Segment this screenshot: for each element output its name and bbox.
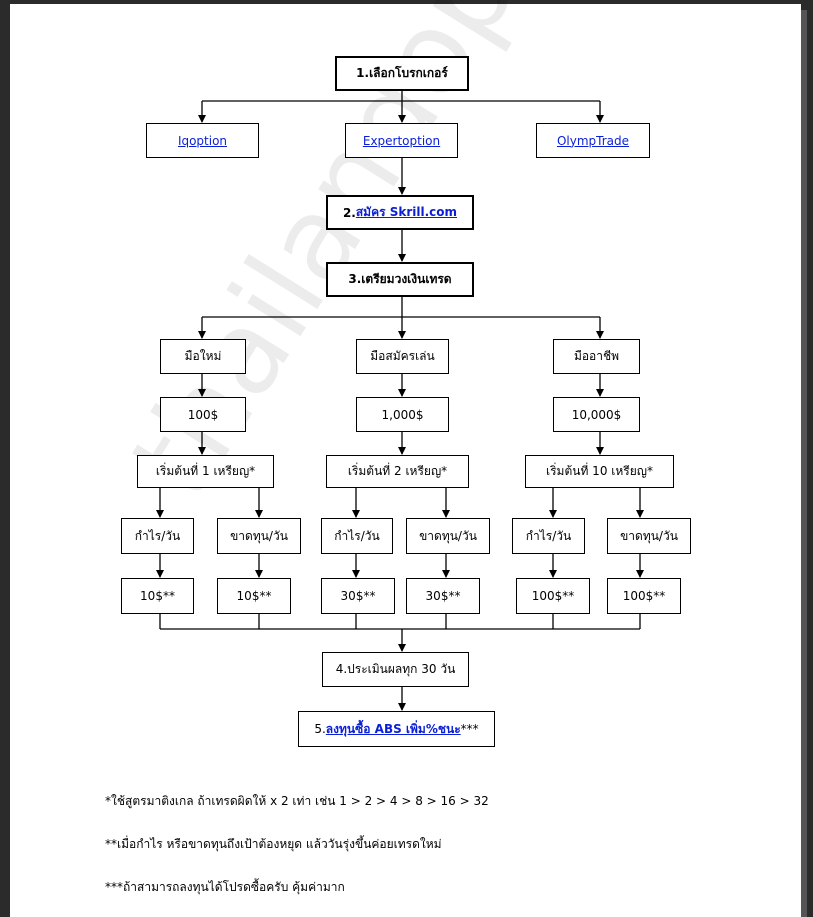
loss-per-day-box: ขาดทุน/วัน [217,518,301,554]
profit-target-value: 100$** [531,589,575,603]
broker-expertoption-link[interactable]: Expertoption [362,133,441,148]
loss-limit-value: 10$** [236,589,272,603]
capital-professional-box: 10,000$ [553,397,640,432]
capital-value: 10,000$ [571,407,622,422]
profit-per-day-box: กำไร/วัน [121,518,194,554]
document-page: thailandoption.com [10,0,809,917]
loss-per-day-box: ขาดทุน/วัน [406,518,490,554]
capital-value: 100$ [187,407,219,422]
capital-beginner-box: 100$ [160,397,246,432]
profit-target-value: 10$** [140,589,175,603]
level-name: มือสมัครเล่น [370,349,435,363]
loss-limit-box: 10$** [217,578,291,614]
loss-per-day-box: ขาดทุน/วัน [607,518,691,554]
start-stake: เริ่มต้นที่ 10 เหรียญ* [546,464,653,478]
buy-abs-link[interactable]: ลงทุนซื้อ ABS เพิ่ม%ชนะ [325,721,461,736]
step3-box: 3.เตรียมวงเงินเทรด [326,262,474,297]
step5-prefix: 5. [314,722,326,736]
step5-suffix: *** [460,722,479,736]
step4-label: 4.ประเมินผลทุก 30 วัน [335,662,456,676]
start-stake: เริ่มต้นที่ 1 เหรียญ* [155,464,256,478]
profit-target-box: 100$** [516,578,590,614]
profit-per-day-label: กำไร/วัน [525,528,572,543]
step3-label: 3.เตรียมวงเงินเทรด [348,272,452,286]
broker-iqoption-link[interactable]: Iqoption [177,133,228,148]
profit-per-day-label: กำไร/วัน [134,528,181,543]
start-beginner-box: เริ่มต้นที่ 1 เหรียญ* [137,455,274,488]
footnote-recommendation: ***ถ้าสามารถลงทุนได้โปรดซื้อครับ คุ้มค่า… [105,880,345,894]
level-name: มือใหม่ [184,349,222,363]
flow-connectors [156,91,644,711]
step1-label: 1.เลือกโบรกเกอร์ [356,66,448,80]
profit-per-day-box: กำไร/วัน [321,518,393,554]
step4-box: 4.ประเมินผลทุก 30 วัน [322,652,469,687]
profit-target-value: 30$** [340,589,376,603]
profit-per-day-label: กำไร/วัน [334,528,380,543]
level-beginner-box: มือใหม่ [160,339,246,374]
broker-expertoption-box: Expertoption [345,123,458,158]
skrill-signup-link[interactable]: สมัคร Skrill.com [355,205,458,219]
step2-box: 2.สมัคร Skrill.com [326,195,474,230]
capital-amateur-box: 1,000$ [356,397,449,432]
profit-per-day-box: กำไร/วัน [512,518,585,554]
step1-box: 1.เลือกโบรกเกอร์ [335,56,469,91]
loss-per-day-label: ขาดทุน/วัน [419,528,477,543]
broker-iqoption-box: Iqoption [146,123,259,158]
loss-limit-box: 30$** [406,578,480,614]
loss-limit-value: 100$** [622,589,666,603]
loss-per-day-label: ขาดทุน/วัน [230,528,288,543]
step2-prefix: 2. [342,205,356,220]
profit-target-box: 30$** [321,578,395,614]
broker-olymptrade-link[interactable]: OlympTrade [556,133,630,148]
start-professional-box: เริ่มต้นที่ 10 เหรียญ* [525,455,674,488]
loss-limit-value: 30$** [425,589,461,603]
profit-target-box: 10$** [121,578,194,614]
footnote-stop-rule: **เมื่อกำไร หรือขาดทุนถึงเป้าต้องหยุด แล… [105,837,442,851]
footnote-martingale: *ใช้สูตรมาติงเกล ถ้าเทรดผิดให้ x 2 เท่า … [105,794,489,808]
start-stake: เริ่มต้นที่ 2 เหรียญ* [347,464,448,478]
step5-box: 5.ลงทุนซื้อ ABS เพิ่ม%ชนะ*** [298,711,495,747]
level-professional-box: มืออาชีพ [553,339,640,374]
start-amateur-box: เริ่มต้นที่ 2 เหรียญ* [326,455,469,488]
capital-value: 1,000$ [381,407,424,422]
loss-limit-box: 100$** [607,578,681,614]
level-name: มืออาชีพ [573,349,620,363]
loss-per-day-label: ขาดทุน/วัน [620,528,678,543]
level-amateur-box: มือสมัครเล่น [356,339,449,374]
broker-olymptrade-box: OlympTrade [536,123,650,158]
